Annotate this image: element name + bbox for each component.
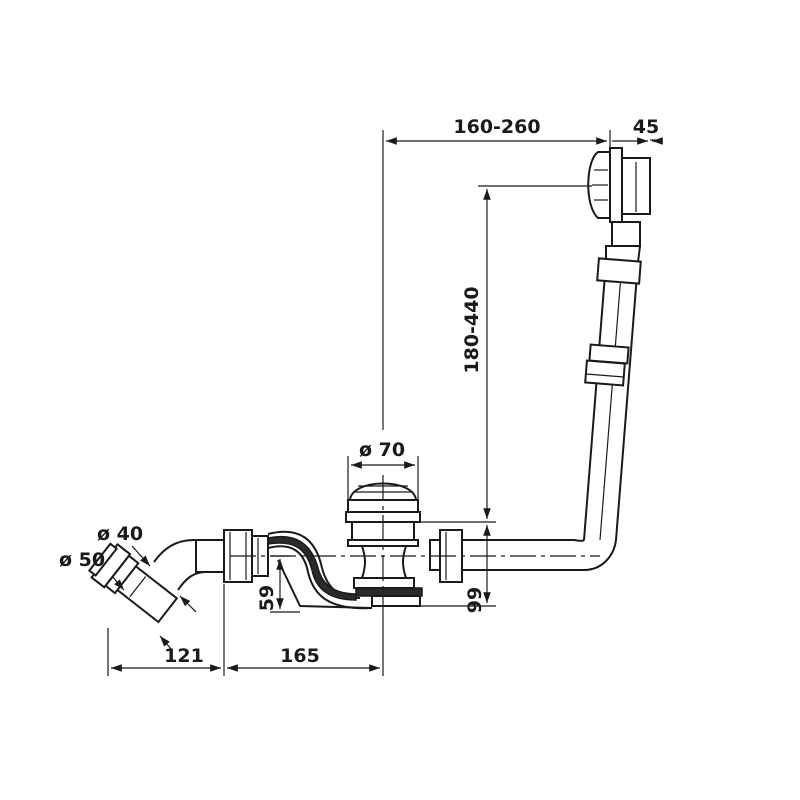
drain-valve [345, 482, 423, 607]
dim-trap-length: 165 [280, 645, 320, 667]
dim-drain-height: 99 [464, 587, 486, 613]
dim-outlet-offset: 121 [164, 645, 204, 667]
dim-overflow-offset: 160-260 [453, 116, 540, 138]
trap [251, 530, 373, 610]
dim-drain-diameter: ø 70 [359, 439, 405, 461]
dim-pipe-inner-diameter: ø 40 [97, 523, 143, 545]
dim-overflow-width: 45 [633, 116, 659, 138]
overflow-tube [462, 257, 642, 571]
dim-trap-height: 59 [256, 585, 278, 611]
dim-pipe-outer-diameter: ø 50 [59, 549, 105, 571]
dim-height-range: 180-440 [461, 286, 483, 373]
overflow-head [587, 147, 651, 263]
